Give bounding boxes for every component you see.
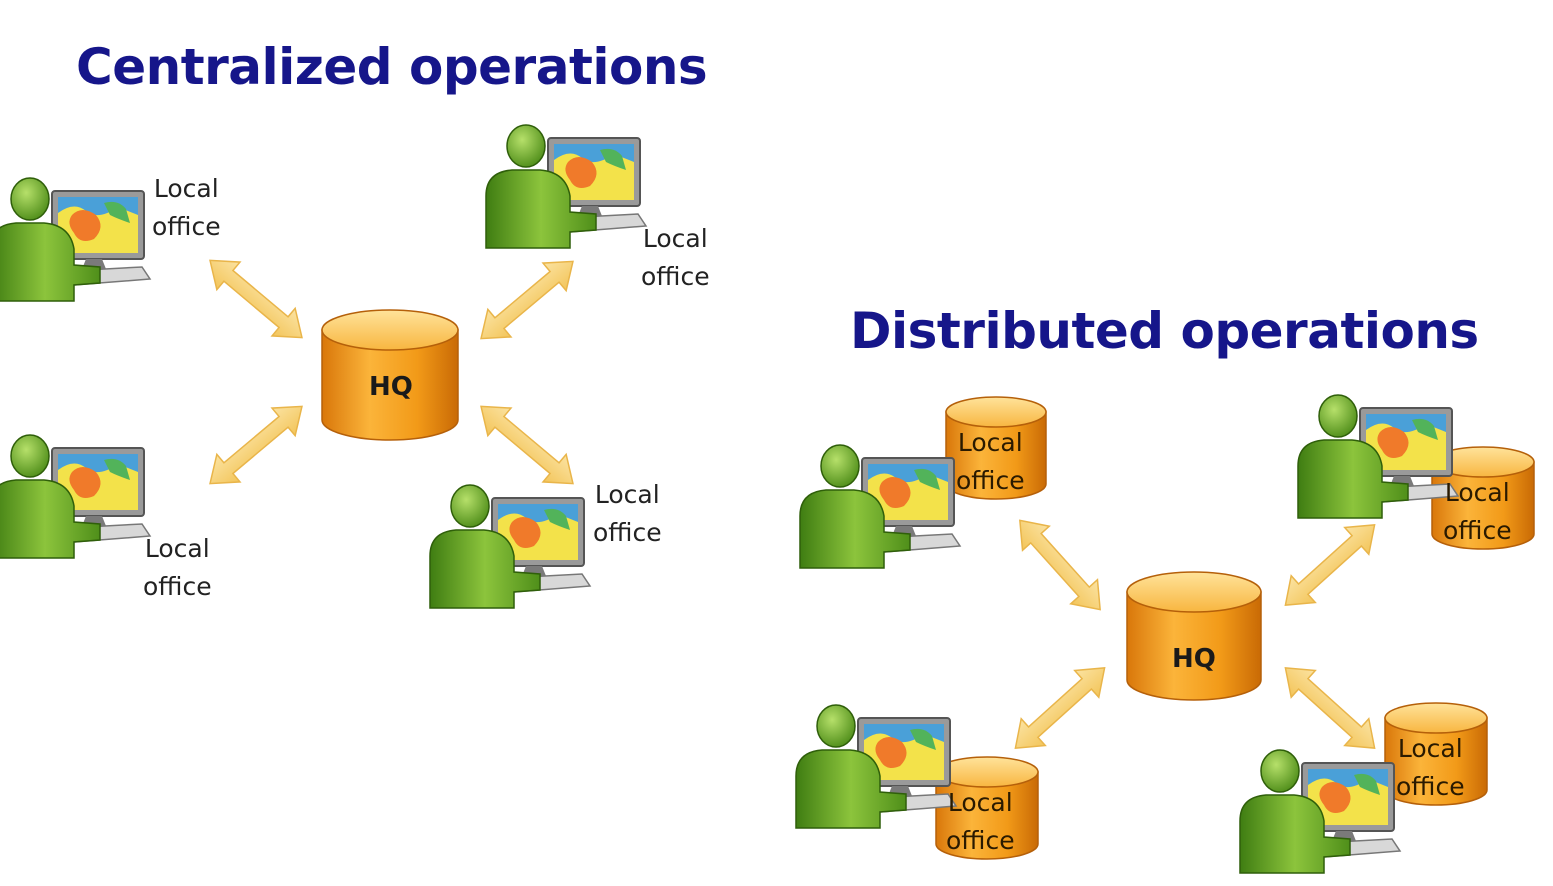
arrow-hq-office-dist-top-right	[1272, 510, 1388, 620]
hq-label-centralized: HQ	[369, 372, 413, 402]
arrow-hq-office-bottom-right	[468, 391, 586, 499]
user-at-computer-icon	[0, 434, 151, 559]
user-at-computer-icon	[799, 444, 961, 569]
arrow-hq-office-dist-bottom-left	[1002, 653, 1118, 763]
office-label-line1: Local	[153, 174, 219, 203]
office-label: Local office	[152, 170, 221, 246]
user-at-computer-icon	[0, 177, 151, 302]
office-label-line1: Local	[594, 480, 660, 509]
office-db-label: Local office	[1443, 474, 1512, 550]
office-label-line1: Local	[642, 224, 708, 253]
office-label: Local office	[143, 530, 212, 606]
arrow-hq-office-top-right	[468, 246, 586, 354]
arrow-hq-office-top-left	[197, 245, 315, 353]
distributed-title: Distributed operations	[850, 302, 1479, 360]
arrow-hq-office-dist-bottom-right	[1272, 653, 1388, 763]
hq-database-distributed	[1126, 571, 1262, 701]
user-at-computer-icon	[795, 704, 957, 829]
office-label: Local office	[593, 476, 662, 552]
hq-database-centralized	[321, 309, 459, 441]
office-database-bottom-left	[935, 756, 1039, 860]
office-label-line2: office	[593, 518, 662, 547]
office-label-line1: Local	[1397, 734, 1463, 763]
office-label-line1: Local	[1444, 478, 1510, 507]
arrow-hq-office-dist-top-left	[1005, 507, 1115, 623]
hq-label-distributed: HQ	[1172, 644, 1216, 674]
office-database-top-left	[945, 396, 1047, 500]
user-at-computer-icon	[485, 124, 647, 249]
office-label-line2: office	[1396, 772, 1465, 801]
user-at-computer-icon	[429, 484, 591, 609]
office-label-line1: Local	[144, 534, 210, 563]
office-label-line2: office	[956, 466, 1025, 495]
office-database-top-right	[1431, 446, 1535, 550]
centralized-title: Centralized operations	[76, 38, 708, 96]
arrow-hq-office-bottom-left	[197, 391, 315, 499]
office-db-label: Local office	[946, 784, 1015, 860]
office-label-line2: office	[946, 826, 1015, 855]
office-label-line2: office	[1443, 516, 1512, 545]
office-label-line2: office	[152, 212, 221, 241]
office-label: Local office	[641, 220, 710, 296]
office-db-label: Local office	[956, 424, 1025, 500]
office-label-line2: office	[641, 262, 710, 291]
office-label-line1: Local	[947, 788, 1013, 817]
office-db-label: Local office	[1396, 730, 1465, 806]
office-label-line1: Local	[957, 428, 1023, 457]
office-label-line2: office	[143, 572, 212, 601]
user-at-computer-icon	[1239, 749, 1401, 874]
